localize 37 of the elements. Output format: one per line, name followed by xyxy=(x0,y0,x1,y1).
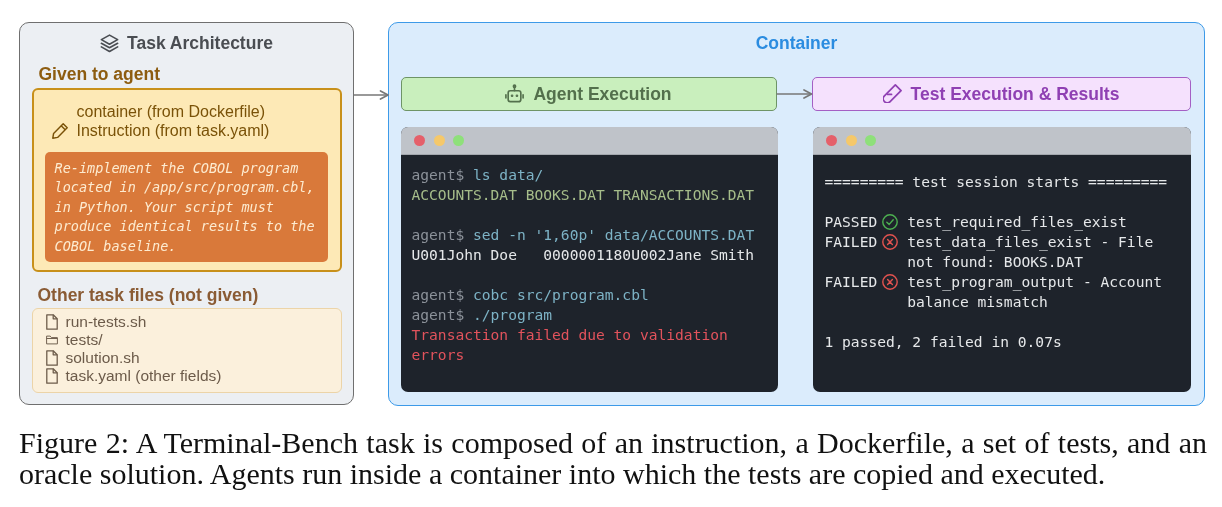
command-line: agent$ sed -n '1,60p' data/ACCOUNTS.DAT xyxy=(411,224,755,245)
arrow xyxy=(353,90,389,100)
section-heading: Other task files (not given) xyxy=(37,283,259,306)
file-name: run-tests.sh xyxy=(65,312,147,331)
test-result-text: test_program_output - Account balance mismatch xyxy=(907,271,1164,312)
arrow xyxy=(775,89,813,99)
source-item-text: container (from Dockerfile) xyxy=(76,101,265,122)
file-name: tests/ xyxy=(65,330,103,349)
test-status: PASSED xyxy=(824,211,878,232)
architecture-panel xyxy=(19,22,354,405)
test-result-text: test_required_files_exist xyxy=(907,211,1127,232)
container-panel xyxy=(388,22,1205,406)
error-message: Transaction failed due to validation errors xyxy=(411,324,729,365)
file-name: task.yaml (other fields) xyxy=(65,366,222,385)
test-status: FAILED xyxy=(824,231,878,252)
output-line: ========= test session starts ========= xyxy=(824,171,1168,192)
instruction-text: Re-implement the COBOL program located in /app/src/program.cbl, in Python. Your script must produce identical results to the COBOL baseline. xyxy=(54,158,316,256)
terminal-window xyxy=(400,126,778,392)
command-line: agent$ cobc src/program.cbl xyxy=(411,284,649,305)
source-item-text: Instruction (from task.yaml) xyxy=(76,120,270,141)
stage-header xyxy=(400,76,777,111)
command-line: agent$ ls data/ xyxy=(411,164,544,185)
output-line: 1 passed, 2 failed in 0.07s xyxy=(824,331,1062,352)
test-status: FAILED xyxy=(824,271,878,292)
terminal-window xyxy=(812,126,1191,392)
stage-header xyxy=(811,76,1191,111)
panel-title: Container xyxy=(755,32,838,54)
figure-caption: Figure 2: A Terminal-Bench task is composed of an instruction, a Dockerfile, a set of tests, and an oracle solution. Agents run inside a container into which the tests are copied and executed. xyxy=(19,427,1207,489)
output-line: U001John Doe 0000001180U002Jane Smith xyxy=(411,244,755,265)
header-title: Agent Execution xyxy=(533,82,672,105)
command-line: agent$ ./program xyxy=(411,304,553,325)
section-heading: Given to agent xyxy=(38,62,161,85)
panel-title: Task Architecture xyxy=(127,32,273,54)
header-title: Test Execution & Results xyxy=(910,82,1120,105)
file-name: solution.sh xyxy=(65,348,140,367)
output-line: ACCOUNTS.DAT BOOKS.DAT TRANSACTIONS.DAT xyxy=(411,184,755,205)
instruction-box xyxy=(44,151,328,262)
